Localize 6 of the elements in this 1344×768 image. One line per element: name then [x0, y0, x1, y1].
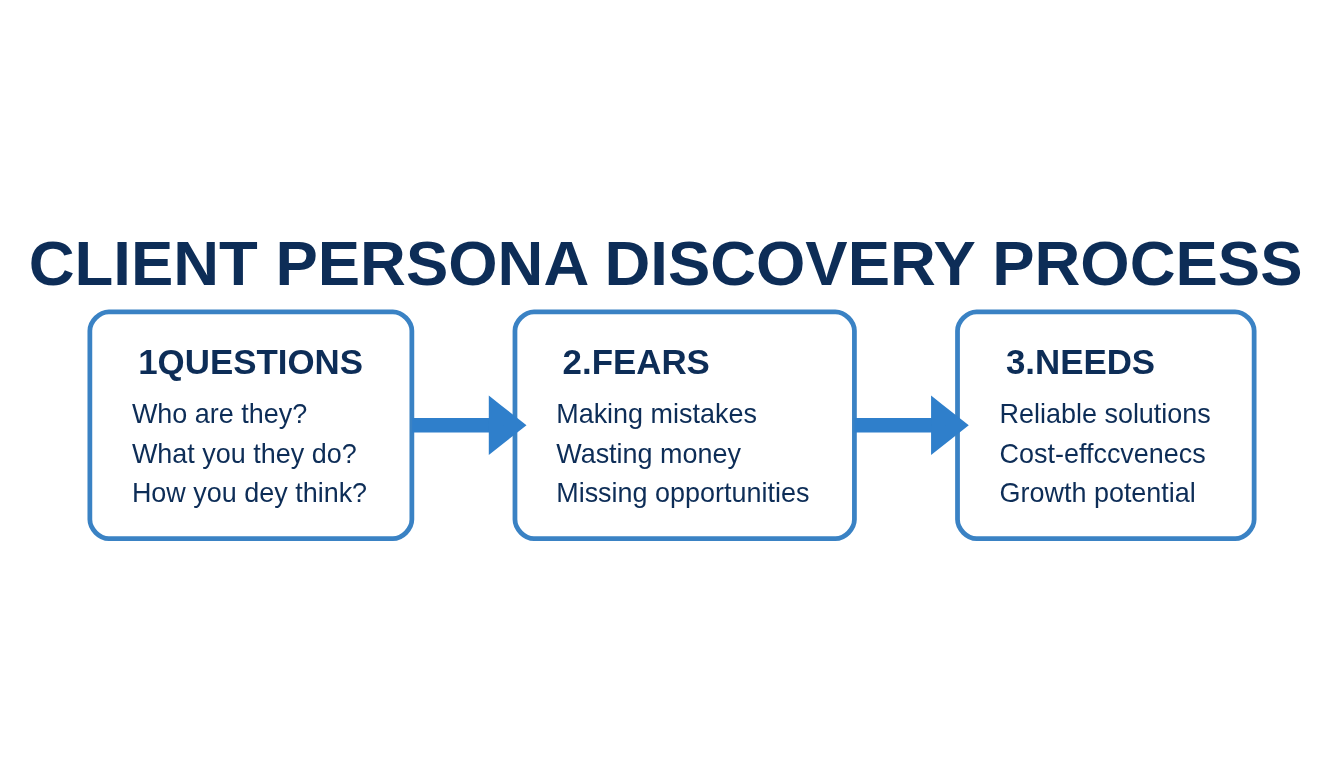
arrow: [412, 395, 527, 455]
node-box: 2.FEARS Making mistakes Wasting money Missing opportunities: [512, 309, 857, 542]
node-box: 3.NEEDS Reliable solutions Cost-effccvenecs Growth potential: [955, 309, 1257, 542]
node-box: 1QUESTIONS Who are they? What you they do? How you dey think?: [87, 309, 415, 542]
arrow: [854, 395, 969, 455]
diagram-title: CLIENT PERSONA DISCOVERY PROCESS: [28, 227, 1303, 298]
